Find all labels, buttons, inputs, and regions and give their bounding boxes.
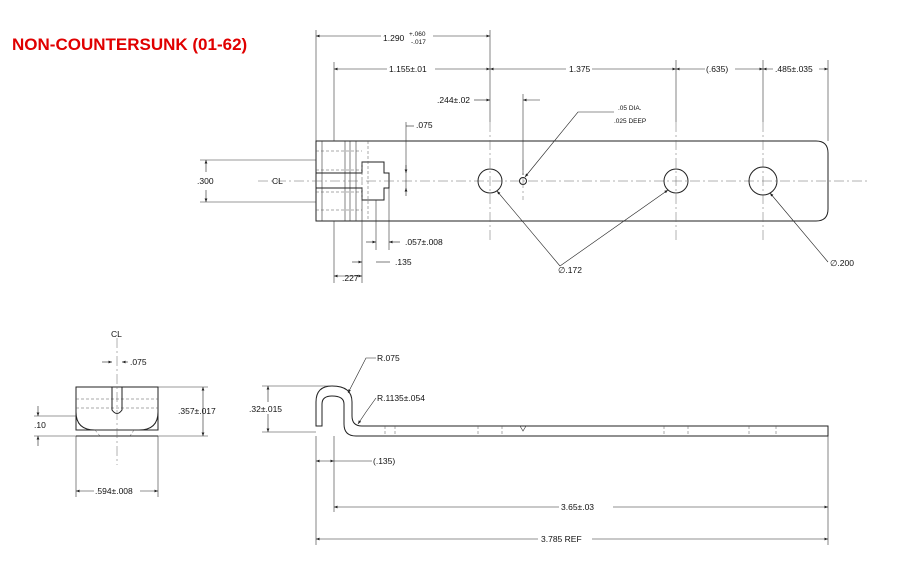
end-view-slot-width: .075	[130, 357, 147, 367]
dim-hole-diameter-200: ∅.200	[830, 258, 854, 268]
side-view: .32±.015 R.075 R.1135±.054 (.135) 3.65±.…	[246, 353, 829, 545]
side-view-hook-height: .32±.015	[249, 404, 282, 414]
side-view-hook-offset: (.135)	[373, 456, 395, 466]
dim-overall-tol-minus: -.017	[411, 39, 426, 46]
drawing-title: NON-COUNTERSUNK (01-62)	[12, 35, 247, 54]
dim-slot-to-hinge: .135	[395, 257, 412, 267]
side-view-inner-radius: R.075	[377, 353, 400, 363]
dim-hole-spacing: 1.375	[569, 64, 591, 74]
dim-ref-spacing: (.635)	[706, 64, 728, 74]
end-view-centerline-symbol: CL	[111, 329, 122, 339]
end-view-height: .357±.017	[178, 406, 216, 416]
side-view-total-ref: 3.785 REF	[541, 534, 582, 544]
end-view: CL .075 .357±.017 .10 .594±.008	[34, 329, 216, 497]
dim-slot-width: .075	[416, 120, 433, 130]
side-view-flat-length: 3.65±.03	[561, 502, 594, 512]
end-view-width: .594±.008	[95, 486, 133, 496]
dim-hinge-width: .227	[342, 273, 359, 283]
dim-end-distance: .485±.035	[775, 64, 813, 74]
side-view-outer-radius: R.1135±.054	[377, 393, 425, 403]
small-hole-note-depth: .025 DEEP	[614, 118, 646, 125]
dim-hole1-position: 1.155±.01	[389, 64, 427, 74]
dim-hole-diameter-172: ∅.172	[558, 265, 582, 275]
plate-outline	[315, 140, 829, 222]
centerline-symbol: CL	[272, 176, 283, 186]
hole-1	[477, 168, 503, 194]
small-hole-note-dia: .05 DIA.	[618, 105, 642, 112]
hole-2	[663, 168, 689, 194]
dim-overall-length: 1.290	[383, 33, 405, 43]
top-view: 1.290 +.060 -.017 1.155±.01 1.375 (.635)…	[197, 28, 868, 283]
dim-slot-depth: .057±.008	[405, 237, 443, 247]
dim-height: .300	[197, 176, 214, 186]
dim-overall-tol-plus: +.060	[409, 31, 426, 38]
end-view-thickness: .10	[34, 420, 46, 430]
dim-small-hole-position: .244±.02	[437, 95, 470, 105]
